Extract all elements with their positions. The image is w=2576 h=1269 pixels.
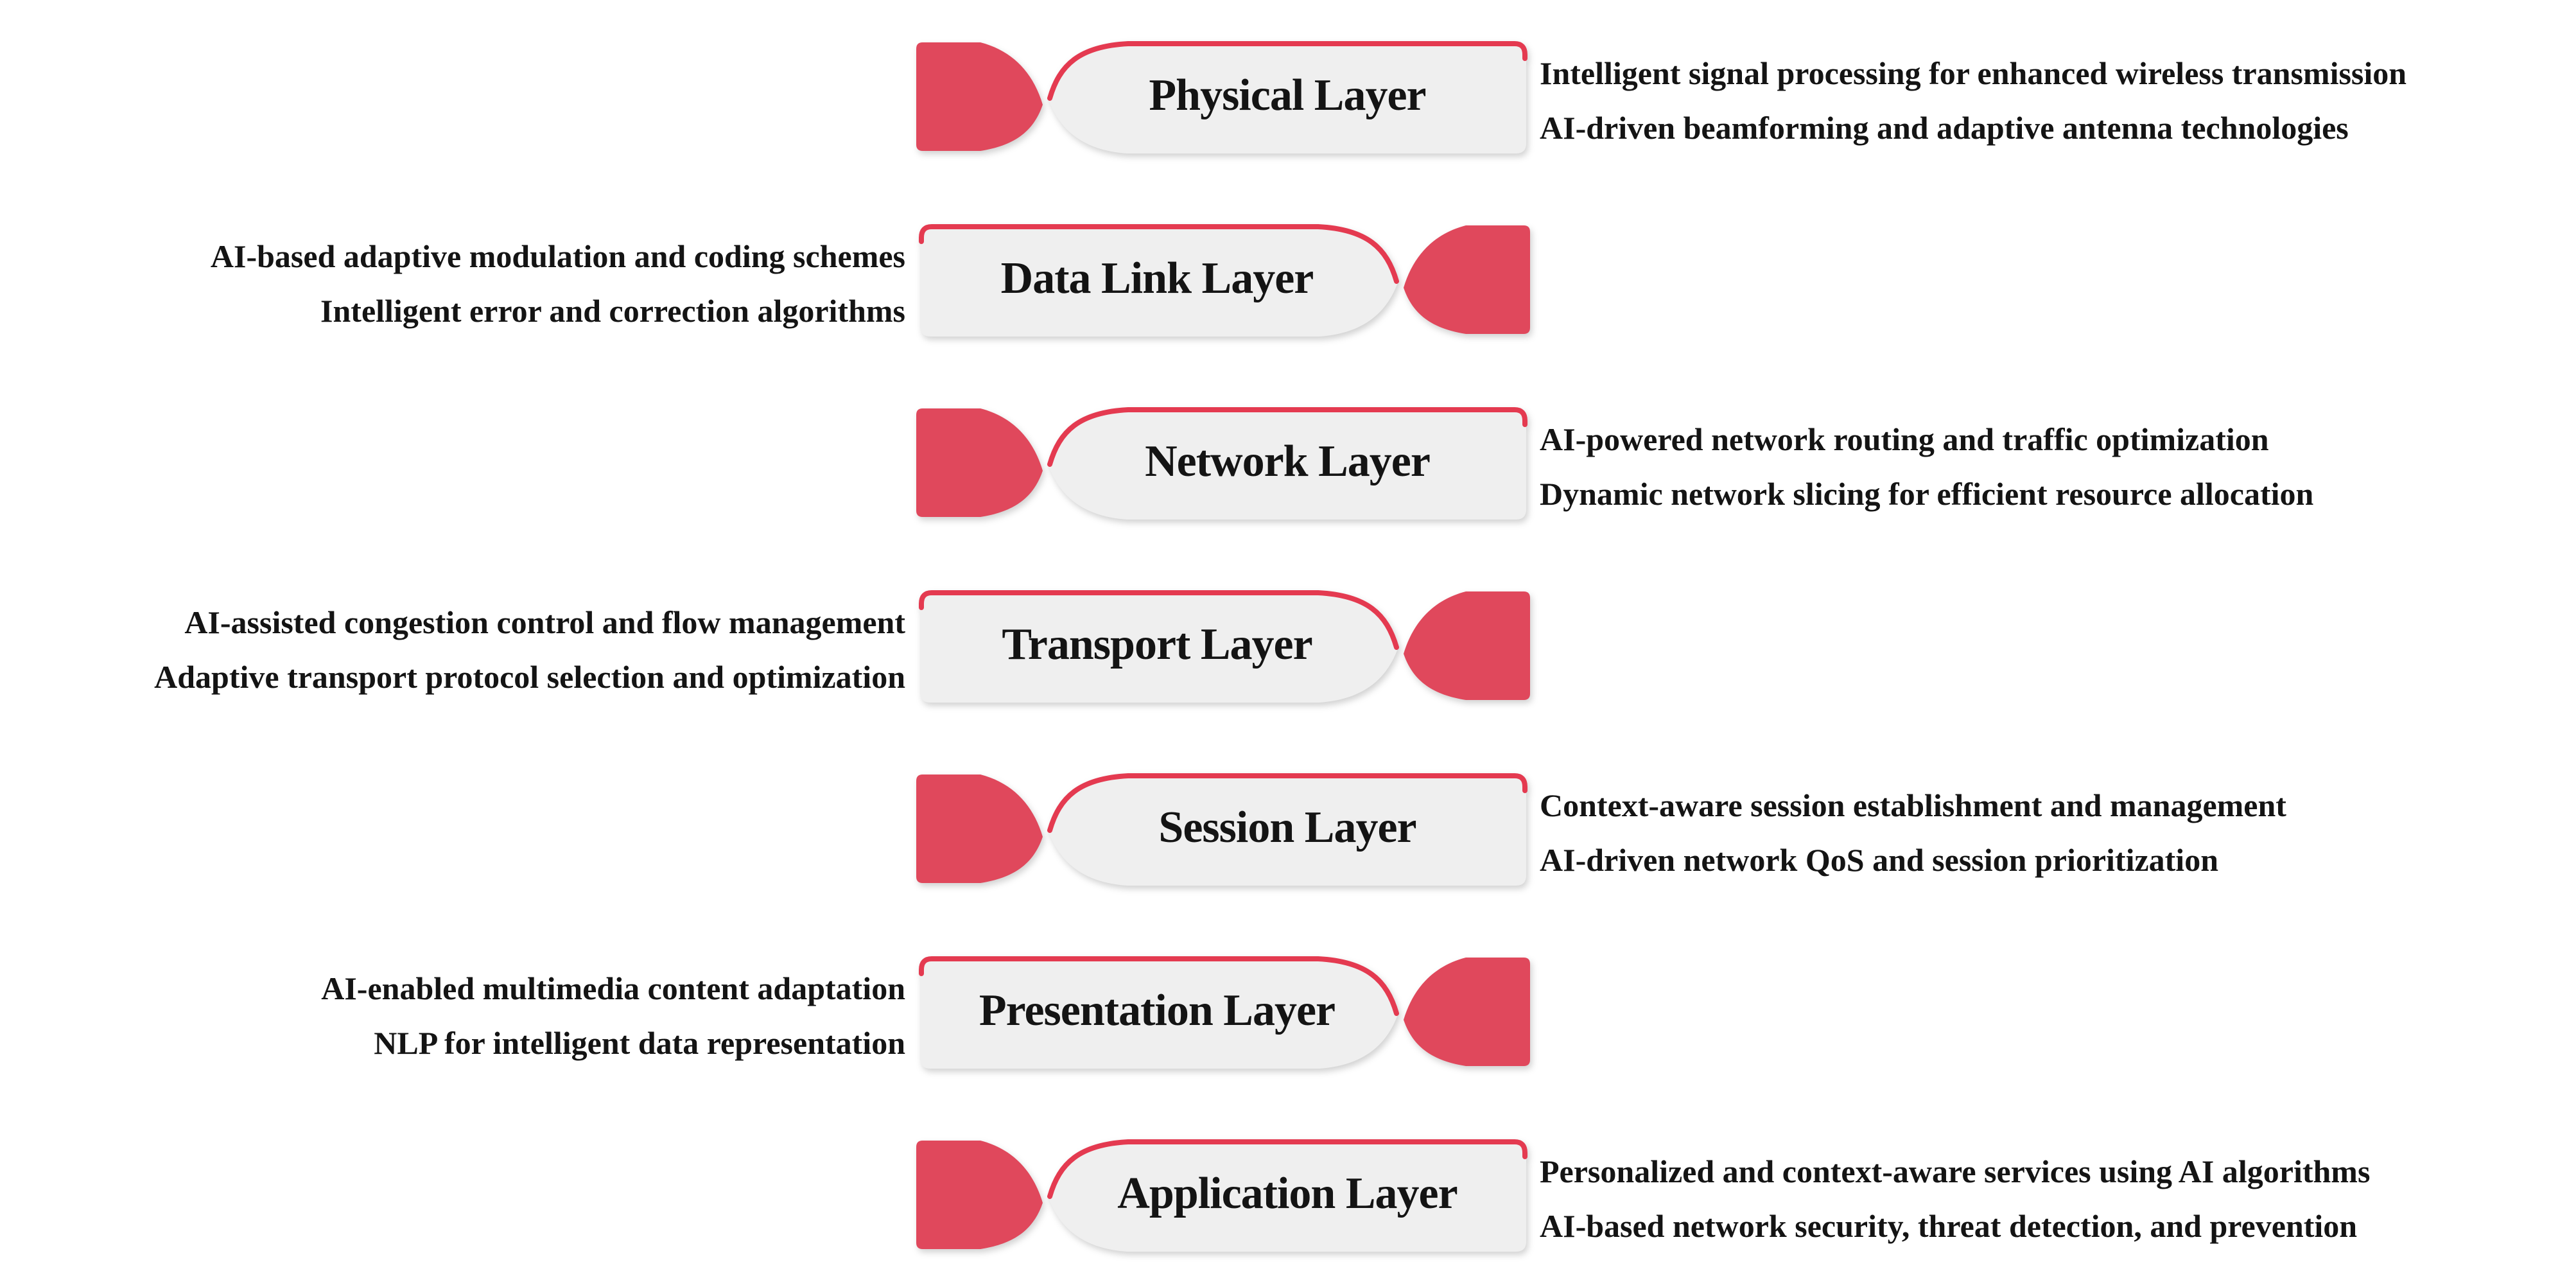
layer-point: Intelligent error and correction algorit… — [320, 293, 905, 329]
ribbon-arrow-shape — [916, 1141, 1043, 1249]
layer-title: Presentation Layer — [979, 985, 1336, 1035]
layer-points: AI-powered network routing and traffic o… — [1540, 401, 2561, 521]
ribbon-pill-shape — [920, 226, 1398, 337]
layer-point: AI-enabled multimedia content adaptation — [321, 970, 905, 1006]
layer-point: Personalized and context-aware services … — [1540, 1153, 2371, 1189]
ribbon-pill-shape — [1049, 43, 1526, 153]
ribbon-top-border — [919, 590, 1399, 650]
ribbon-top-border — [919, 956, 1399, 1016]
ribbon-arrow-shape — [1404, 225, 1530, 334]
layer-title: Session Layer — [1158, 802, 1416, 852]
layer-point: AI-driven network QoS and session priori… — [1540, 842, 2219, 878]
ribbon-arrow-shape — [916, 408, 1043, 517]
layer-ribbon — [919, 956, 1530, 1069]
ribbon-top-border — [1047, 41, 1527, 101]
ribbon-arrow-shape — [1404, 591, 1530, 700]
layer-row-network: Network Layer AI-powered network routing… — [0, 401, 2576, 521]
layer-point: AI-driven beamforming and adaptive anten… — [1540, 110, 2349, 146]
layer-point: Adaptive transport protocol selection an… — [154, 659, 905, 695]
ribbon-pill-shape — [920, 592, 1398, 703]
layer-ribbon — [916, 1139, 1527, 1252]
layer-row-presentation: Presentation Layer AI-enabled multimedia… — [0, 950, 2576, 1071]
layer-title: Application Layer — [1117, 1168, 1458, 1218]
ribbon-top-border — [1047, 407, 1527, 467]
layer-point: Intelligent signal processing for enhanc… — [1540, 55, 2407, 91]
layer-points: AI-based adaptive modulation and coding … — [26, 218, 905, 338]
layer-point: AI-powered network routing and traffic o… — [1540, 421, 2269, 457]
layer-point: Dynamic network slicing for efficient re… — [1540, 476, 2314, 512]
layer-ribbon — [916, 407, 1527, 520]
ribbon-pill-shape — [1049, 409, 1526, 520]
layer-row-physical: Physical Layer Intelligent signal proces… — [0, 35, 2576, 155]
layer-points: AI-enabled multimedia content adaptation… — [26, 950, 905, 1071]
ribbon-pill-shape — [1049, 1141, 1526, 1252]
ribbon-top-border — [1047, 1139, 1527, 1199]
ribbon-arrow-shape — [1404, 958, 1530, 1066]
layer-points: Context-aware session establishment and … — [1540, 767, 2561, 888]
ribbon-top-border — [919, 224, 1399, 284]
layer-point: AI-based adaptive modulation and coding … — [210, 238, 905, 274]
layer-title: Transport Layer — [1002, 619, 1312, 669]
layer-ribbon — [916, 41, 1527, 153]
ribbon-pill-shape — [920, 958, 1398, 1069]
layer-ribbon — [919, 590, 1530, 703]
layer-points: Personalized and context-aware services … — [1540, 1133, 2561, 1254]
layer-title: Network Layer — [1145, 436, 1431, 486]
ribbon-pill-shape — [1049, 775, 1526, 886]
layer-row-session: Session Layer Context-aware session esta… — [0, 767, 2576, 888]
layer-point: AI-assisted congestion control and flow … — [184, 604, 905, 640]
layer-point: Context-aware session establishment and … — [1540, 787, 2286, 823]
layer-title: Data Link Layer — [1000, 253, 1314, 303]
layer-point: NLP for intelligent data representation — [374, 1025, 905, 1061]
layer-title: Physical Layer — [1149, 70, 1426, 120]
layer-row-application: Application Layer Personalized and conte… — [0, 1133, 2576, 1254]
layer-row-data-link: Data Link Layer AI-based adaptive modula… — [0, 218, 2576, 338]
layer-point: AI-based network security, threat detect… — [1540, 1208, 2358, 1244]
layer-points: Intelligent signal processing for enhanc… — [1540, 35, 2561, 155]
ribbon-arrow-shape — [916, 42, 1043, 151]
layer-ribbon — [919, 224, 1530, 337]
layer-ribbon — [916, 773, 1527, 886]
layer-row-transport: Transport Layer AI-assisted congestion c… — [0, 584, 2576, 705]
ribbon-top-border — [1047, 773, 1527, 833]
layer-points: AI-assisted congestion control and flow … — [26, 584, 905, 705]
ribbon-arrow-shape — [916, 775, 1043, 883]
